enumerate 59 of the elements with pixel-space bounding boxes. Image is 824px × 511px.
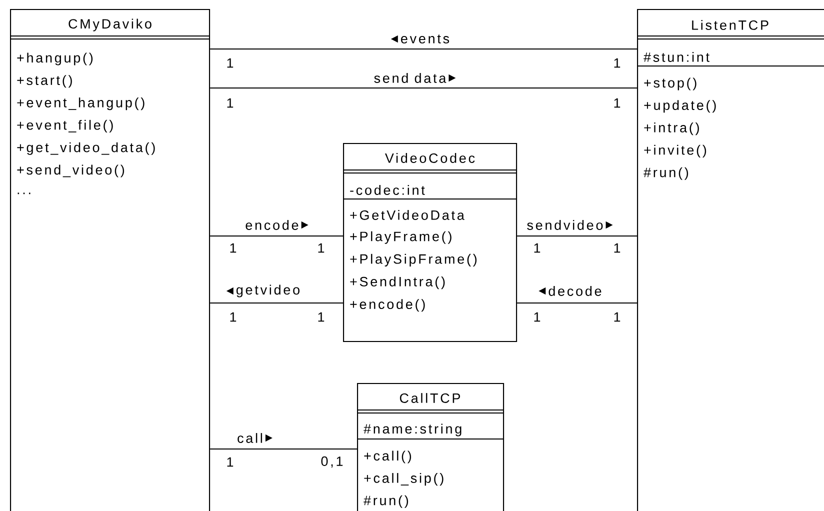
- multiplicity: 1: [230, 243, 236, 253]
- method: +PlaySipFrame(): [350, 254, 477, 266]
- attribute: -codec:int: [350, 185, 425, 195]
- class-name: CallTCP: [400, 393, 460, 403]
- association-line: [517, 235, 637, 237]
- edge-label: getvideo: [226, 284, 300, 298]
- method: +call(): [364, 450, 412, 464]
- method: ...: [18, 192, 30, 194]
- multiplicity: 1: [227, 98, 234, 108]
- multiplicity: 1: [227, 58, 234, 68]
- edge-label: decode: [538, 286, 602, 296]
- class-box: [357, 383, 504, 511]
- edge-label: call: [238, 433, 272, 443]
- multiplicity: 1: [318, 312, 324, 322]
- association-line: [210, 48, 637, 50]
- multiplicity: 1: [614, 58, 620, 68]
- class-name: CMyDaviko: [68, 18, 152, 32]
- class-box: [343, 143, 518, 342]
- multiplicity: 1: [230, 312, 236, 322]
- association-line: [210, 302, 343, 304]
- multiplicity: 1: [614, 312, 620, 322]
- attribute: #stun:int: [644, 52, 710, 62]
- edge-label: send data: [374, 73, 456, 83]
- class-box: [637, 9, 824, 511]
- association-line: [210, 87, 637, 89]
- multiplicity: 1: [614, 243, 620, 253]
- multiplicity: 0,1: [321, 456, 343, 468]
- method: +update(): [644, 100, 716, 113]
- association-line: [210, 448, 357, 450]
- method: +stop(): [644, 78, 696, 90]
- association-line: [210, 235, 343, 237]
- method: +event_file(): [17, 120, 113, 132]
- method: +SendIntra(): [350, 276, 445, 290]
- method: +call_sip(): [364, 473, 444, 486]
- method: +encode(): [350, 299, 425, 312]
- association-line: [517, 302, 637, 304]
- edge-label: encode: [246, 220, 308, 230]
- attribute: #name:string: [364, 424, 462, 436]
- method: #run(): [364, 495, 408, 508]
- method: +get_video_data(): [17, 142, 155, 155]
- method: +GetVideoData: [350, 210, 464, 220]
- multiplicity: 1: [614, 98, 620, 108]
- multiplicity: 1: [227, 457, 234, 467]
- multiplicity: 1: [534, 243, 540, 253]
- edge-label: events: [390, 34, 450, 44]
- method: +start(): [17, 75, 72, 88]
- class-name: ListenTCP: [692, 20, 768, 30]
- class-name: VideoCodec: [385, 153, 475, 163]
- method: +event_hangup(): [17, 98, 144, 110]
- multiplicity: 1: [534, 312, 540, 322]
- method: +PlayFrame(): [350, 231, 452, 244]
- method: +intra(): [644, 122, 699, 136]
- multiplicity: 1: [318, 243, 324, 253]
- edge-label: sendvideo: [527, 220, 613, 230]
- method: +invite(): [644, 144, 706, 158]
- method: +hangup(): [17, 52, 93, 66]
- class-box: [10, 9, 210, 511]
- method: #run(): [644, 167, 688, 180]
- method: +send_video(): [17, 164, 124, 178]
